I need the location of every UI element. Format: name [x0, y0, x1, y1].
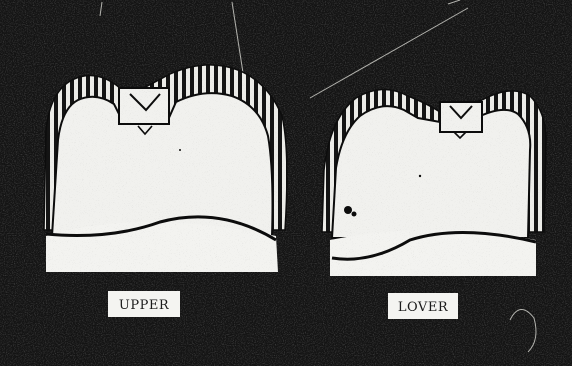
upper-label-text: UPPER: [119, 298, 170, 313]
lower-label-text: LOVER: [398, 300, 449, 315]
upper-label: UPPER: [108, 291, 180, 317]
lower-label: LOVER: [388, 293, 458, 319]
